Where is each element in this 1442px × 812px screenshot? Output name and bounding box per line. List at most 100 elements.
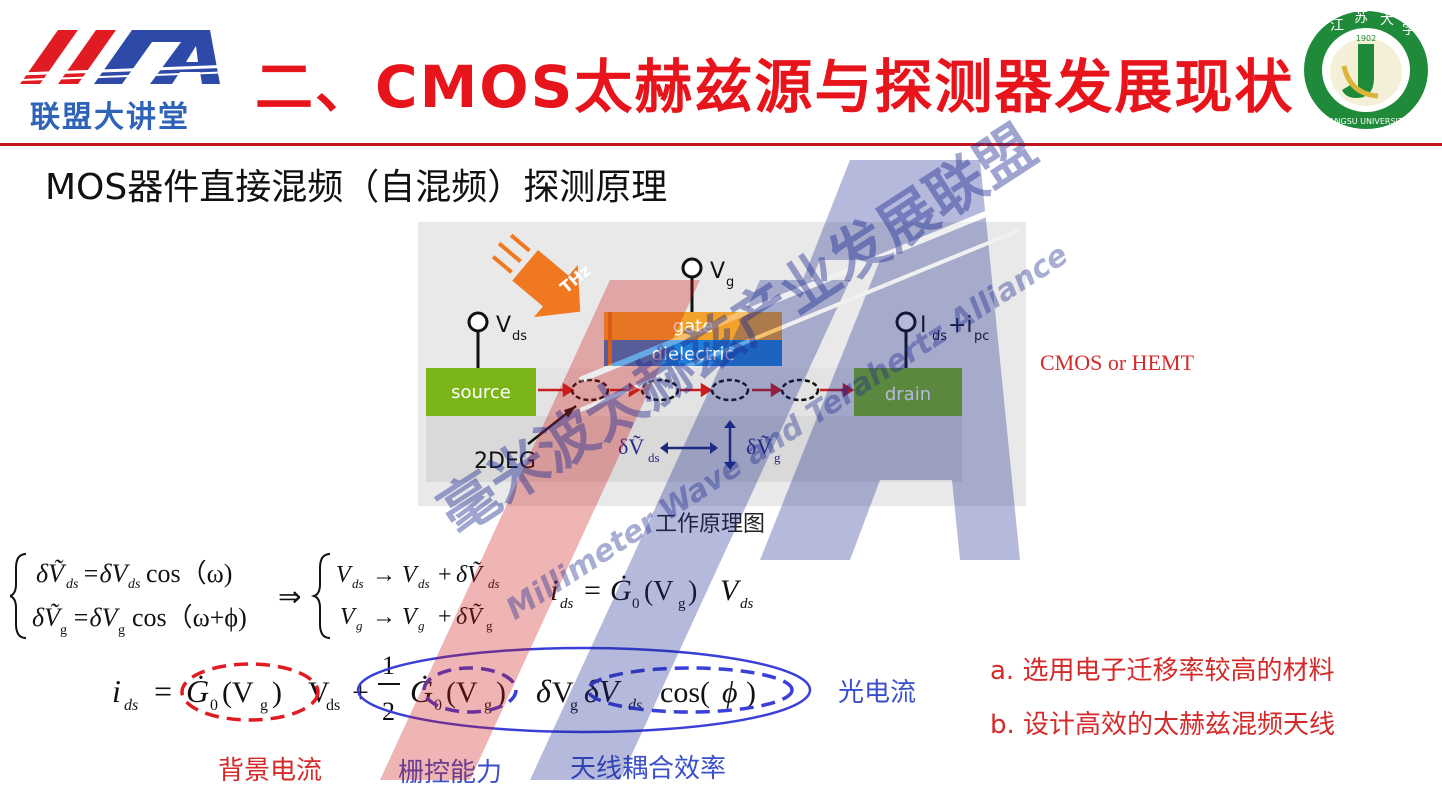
antenna-coupling-label: 天线耦合效率: [570, 754, 727, 784]
svg-text:ds: ds: [124, 697, 138, 714]
svg-text:δṼ: δṼ: [36, 559, 67, 588]
svg-text:+: +: [352, 676, 369, 709]
svg-text:ds: ds: [648, 450, 660, 465]
title-divider: [0, 143, 1442, 146]
svg-text:Ġ: Ġ: [186, 673, 209, 709]
svg-text:i: i: [550, 574, 558, 607]
svg-text:g: g: [774, 450, 781, 465]
source-region: [426, 368, 536, 416]
background-current-label: 背景电流: [218, 756, 323, 786]
svg-text:g: g: [486, 618, 493, 633]
svg-text:): ): [746, 676, 756, 709]
svg-text:cos（ω): cos（ω): [146, 559, 232, 588]
svg-text:ds: ds: [512, 329, 527, 344]
svg-text:Ġ: Ġ: [610, 574, 632, 607]
svg-text:ds: ds: [628, 697, 642, 714]
note-a: a. 选用电子迁移率较高的材料: [990, 656, 1335, 686]
svg-text:drain: drain: [885, 384, 931, 405]
device-figure: source drain gate dielectric V ds V g I …: [418, 222, 1026, 506]
svg-text:V: V: [496, 313, 511, 338]
svg-text:=δV: =δV: [72, 603, 121, 632]
svg-text:g: g: [484, 697, 492, 714]
svg-text:g: g: [570, 697, 578, 714]
svg-text:g: g: [118, 623, 125, 638]
svg-text:ds: ds: [932, 329, 947, 344]
svg-text:V: V: [336, 562, 353, 588]
drain-region: [854, 368, 962, 416]
svg-text:): ): [496, 676, 506, 709]
svg-text:V: V: [552, 676, 574, 709]
svg-text:δṼ: δṼ: [456, 561, 484, 588]
svg-text:i: i: [112, 673, 121, 709]
svg-text:V: V: [402, 604, 419, 630]
svg-text:I: I: [920, 313, 927, 338]
section-subtitle: MOS器件直接混频（自混频）探测原理: [45, 167, 668, 208]
alliance-logo: [19, 22, 236, 94]
svg-text:g: g: [260, 697, 268, 714]
svg-text:ds: ds: [128, 577, 141, 592]
svg-text:g: g: [418, 618, 425, 633]
page-title: 二、CMOS太赫兹源与探测器发展现状: [255, 53, 1295, 121]
svg-text:(V: (V: [446, 676, 478, 709]
svg-text:=δV: =δV: [82, 559, 131, 588]
svg-text:): ): [688, 576, 697, 607]
svg-text:ds: ds: [488, 576, 500, 591]
svg-text:2DEG: 2DEG: [474, 449, 536, 474]
svg-text:δV: δV: [584, 673, 622, 709]
svg-text:V: V: [720, 574, 742, 607]
svg-text:0: 0: [210, 697, 218, 714]
svg-text:V: V: [340, 604, 357, 630]
svg-text:1: 1: [382, 651, 395, 680]
svg-text:ds: ds: [352, 576, 364, 591]
svg-text:g: g: [60, 623, 67, 638]
svg-text:ds: ds: [560, 596, 574, 612]
svg-text:): ): [272, 676, 282, 709]
svg-text:ds: ds: [326, 697, 340, 714]
svg-text:δṼ: δṼ: [618, 434, 644, 459]
svg-text:source: source: [451, 382, 511, 403]
svg-text:V: V: [710, 259, 725, 284]
svg-text:+i: +i: [948, 313, 973, 338]
svg-text:=: =: [584, 574, 601, 607]
svg-text:⇒: ⇒: [278, 582, 301, 613]
logo-text: 联盟大讲堂: [30, 100, 190, 135]
svg-text:→: →: [372, 604, 396, 630]
svg-text:g: g: [678, 596, 686, 612]
dielectric-region: [604, 340, 782, 366]
svg-text:g: g: [356, 618, 363, 633]
svg-text:pc: pc: [974, 329, 989, 344]
svg-text:ds: ds: [740, 596, 754, 612]
svg-text:=: =: [154, 673, 172, 709]
svg-text:0: 0: [434, 697, 442, 714]
svg-text:cos(: cos(: [660, 676, 710, 709]
svg-text:ds: ds: [418, 576, 430, 591]
svg-text:δṼ: δṼ: [32, 603, 63, 632]
university-seal: 1902 江 苏 大 学 JIANGSU UNIVERSITY: [1300, 8, 1432, 132]
svg-text:JIANGSU UNIVERSITY: JIANGSU UNIVERSITY: [1323, 117, 1407, 126]
svg-text:学: 学: [1402, 22, 1416, 38]
svg-text:1902: 1902: [1356, 34, 1376, 43]
svg-text:dielectric: dielectric: [652, 344, 735, 365]
note-b: b. 设计高效的太赫兹混频天线: [990, 710, 1336, 740]
figure-caption: 工作原理图: [655, 511, 766, 536]
svg-text:(V: (V: [644, 576, 674, 607]
svg-text:δṼ: δṼ: [746, 434, 772, 459]
gate-control-label: 栅控能力: [398, 758, 503, 788]
svg-text:→: →: [372, 562, 396, 588]
svg-text:大: 大: [1380, 12, 1394, 28]
svg-text:ϕ: ϕ: [722, 676, 738, 709]
svg-text:(V: (V: [222, 676, 254, 709]
photocurrent-label: 光电流: [838, 678, 917, 708]
svg-text:ds: ds: [66, 577, 79, 592]
svg-text:江: 江: [1330, 18, 1344, 34]
svg-text:V: V: [402, 562, 419, 588]
svg-text:δṼ: δṼ: [456, 603, 484, 630]
svg-text:0: 0: [632, 596, 640, 612]
svg-text:苏: 苏: [1354, 10, 1368, 26]
device-type-label: CMOS or HEMT: [1040, 350, 1195, 375]
svg-text:+: +: [438, 604, 452, 630]
svg-text:+: +: [438, 562, 452, 588]
gate-region: [604, 312, 782, 340]
